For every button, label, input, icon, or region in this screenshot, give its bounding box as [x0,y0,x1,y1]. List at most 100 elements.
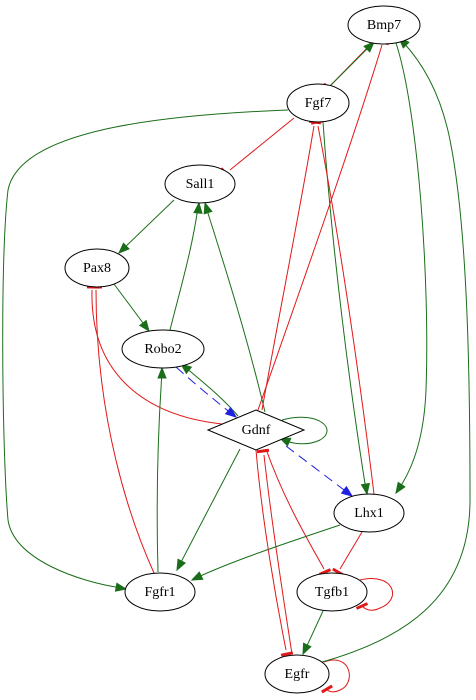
edge-gdnf-to-fgf7 [261,119,322,411]
node-label: Egfr [285,667,310,682]
node-gdnf: Gdnf [206,409,306,451]
edge-fgfr1-to-pax8 [90,285,155,574]
node-label: Fgf7 [305,96,331,111]
inhibition-bar-marker [280,651,294,657]
node-pax8: Pax8 [64,248,130,288]
arrowhead-marker [190,571,204,581]
edges-layer [2,37,471,694]
node-ellipse-shape [124,572,196,612]
node-ellipse-shape [286,83,350,123]
edge-gdnf-to-egfr [255,449,294,657]
node-ellipse-shape [333,493,405,533]
arrowhead-marker [179,363,193,375]
edge-line [304,610,324,651]
edge-fgf7-to-bmp7 [329,41,375,87]
arrowhead-marker [138,319,150,333]
edge-line [261,125,315,411]
edge-robo2-to-sall1 [169,201,203,331]
edge-lhx1-to-fgfr1 [190,524,341,581]
edge-line [359,578,394,611]
edge-pax8-to-robo2 [113,283,150,333]
edge-line [178,448,241,567]
edge-line [175,366,233,415]
edge-line [265,448,325,570]
node-label: Bmp7 [367,18,401,33]
arrowhead-marker [363,41,375,53]
edge-gdnf-to-fgfr1 [176,448,241,572]
edge-line [195,524,341,579]
edge-line [113,283,147,328]
edge-line [263,454,293,655]
node-ellipse-shape [64,248,130,288]
edge-line [281,416,328,445]
arrowhead-marker [224,406,238,418]
arrowhead-marker [203,201,213,215]
arrowhead-marker [193,201,203,214]
node-label: Robo2 [144,342,181,357]
edge-gdnf-to-sall1 [203,201,266,413]
edge-line [339,531,363,570]
node-diamond-shape [206,409,306,451]
edge-bmp7-to-lhx1 [395,42,428,495]
edge-line [169,206,199,331]
node-label: Pax8 [83,261,111,276]
edge-lhx1-to-fgf7 [310,119,375,495]
edge-tgfb1-to-egfr [302,610,324,656]
edge-line [121,199,175,251]
inhibition-bar-marker [355,602,369,610]
edge-line [2,109,289,589]
inhibition-bar-marker [256,448,270,454]
edge-line [229,117,295,171]
arrowhead-marker [157,366,167,379]
edge-line [205,206,266,413]
edge-line [317,125,375,495]
node-bmp7: Bmp7 [347,5,421,45]
edge-line [329,43,373,87]
edge-egfr-to-bmp7 [321,37,471,663]
edge-line [257,44,383,411]
edge-lhx1-to-tgfb1 [332,531,363,577]
edge-egfr-to-gdnf [256,448,293,655]
node-sall1: Sall1 [164,164,236,204]
node-ellipse-shape [296,572,368,612]
edge-fgfr1-to-robo2 [156,366,167,573]
edge-line [323,659,350,693]
edge-egfr-to-egfr [321,659,350,694]
edge-line [285,445,349,494]
edge-robo2-to-gdnf [175,366,238,418]
edge-line [395,42,428,491]
edge-gdnf-to-tgfb1 [265,448,332,576]
edge-line [321,40,471,663]
arrowhead-marker [176,558,187,572]
edge-tgfb1-to-tgfb1 [355,578,394,611]
edge-line [91,289,223,425]
edge-gdnf-to-robo2 [179,363,239,417]
edge-fgf7-to-lhx1 [322,121,371,496]
node-ellipse-shape [347,5,421,45]
node-label: Gdnf [242,423,271,438]
node-fgfr1: Fgfr1 [124,572,196,612]
node-label: Fgfr1 [144,585,175,600]
node-ellipse-shape [164,164,236,204]
edge-line [322,121,367,491]
arrowhead-marker [340,485,354,497]
edge-sall1-to-pax8 [118,199,175,254]
node-label: Lhx1 [354,506,384,521]
node-lhx1: Lhx1 [333,493,405,533]
edge-fgf7-to-fgfr1 [2,109,289,592]
node-ellipse-shape [121,329,205,369]
arrowhead-marker [395,481,406,495]
node-fgf7: Fgf7 [286,83,350,123]
arrowhead-marker [302,642,312,656]
arrowhead-marker [114,582,128,592]
node-label: Tgfb1 [315,585,349,600]
edge-line [156,371,163,573]
edge-fgf7-to-sall1 [220,117,295,179]
edge-line [95,289,155,574]
node-egfr: Egfr [264,654,330,694]
node-robo2: Robo2 [121,329,205,369]
node-tgfb1: Tgfb1 [296,572,368,612]
node-ellipse-shape [264,654,330,694]
